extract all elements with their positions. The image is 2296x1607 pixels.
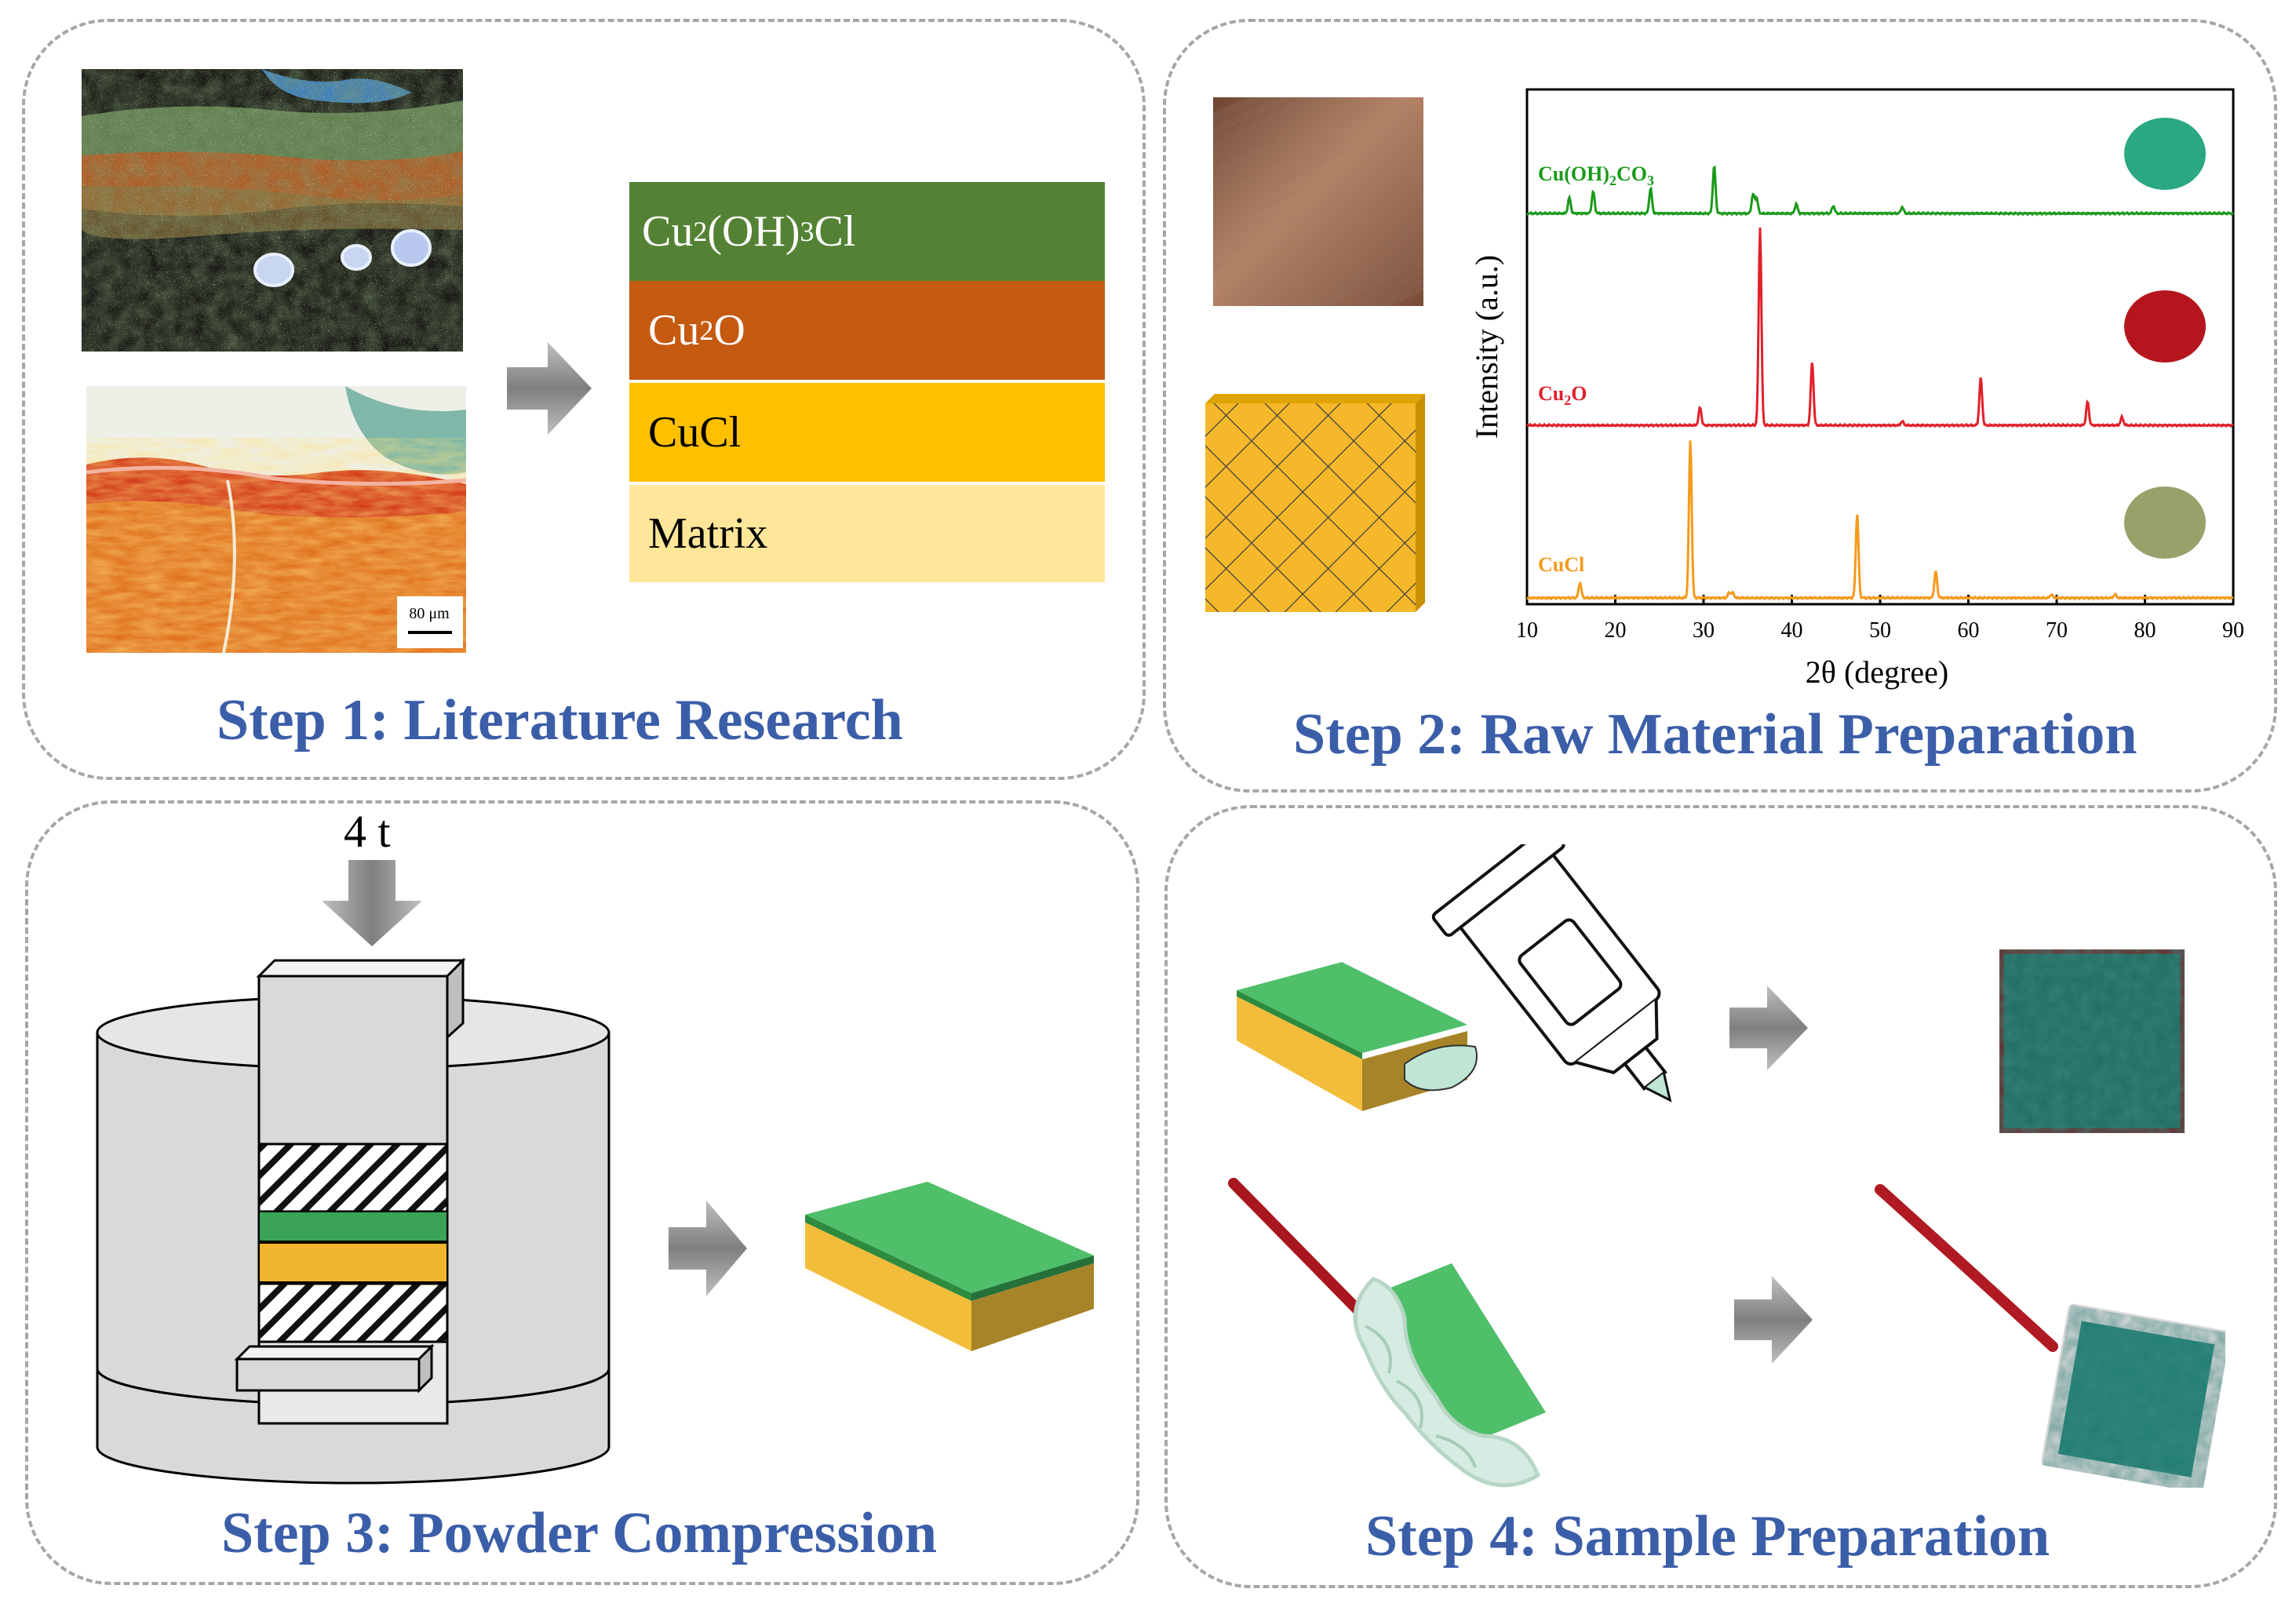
cross-section-micrograph-bottom: 80 μm — [86, 386, 466, 653]
x-tick-label: 90 — [2222, 618, 2244, 643]
wired-pellet-with-sealant — [1228, 1178, 1546, 1488]
x-tick-label: 40 — [1781, 618, 1803, 643]
panel-step4 — [1164, 805, 2277, 1588]
step4-title: Step 4: Sample Preparation — [1365, 1504, 2050, 1569]
panel-step2 — [1163, 19, 2277, 793]
load-label: 4 t — [344, 806, 391, 857]
final-wired-sample-photo — [1875, 1184, 2225, 1488]
arrow-icon — [1734, 1276, 1813, 1364]
spacer-bottom — [257, 1282, 449, 1343]
arrow-icon — [1729, 986, 1808, 1070]
x-tick-label: 80 — [2134, 618, 2156, 643]
x-tick-label: 60 — [1958, 618, 1980, 643]
powder-sample-photo — [2124, 290, 2206, 363]
powder-sample-photo — [2124, 486, 2206, 559]
coated-sample-photo — [1999, 949, 2185, 1133]
down-arrow-icon — [322, 860, 422, 946]
cucl-powder-block — [1205, 394, 1425, 612]
layer-cucl: CuCl — [629, 380, 1105, 482]
compressed-pellet — [805, 1182, 1094, 1351]
x-tick-label: 30 — [1693, 618, 1715, 643]
step2-title: Step 2: Raw Material Preparation — [1293, 702, 2137, 767]
x-axis-label: 2θ (degree) — [1806, 654, 1948, 690]
xrd-trace-cuoh2co3 — [1525, 165, 2235, 217]
green-powder-layer — [258, 1211, 448, 1242]
series-label: Cu(OH)2CO3 — [1538, 162, 1654, 188]
panel-step3 — [25, 800, 1139, 1585]
step1-title: Step 1: Literature Research — [217, 688, 903, 752]
cross-section-micrograph-top — [82, 69, 463, 352]
press-mold-diagram — [96, 957, 610, 1485]
x-tick-label: 50 — [1869, 618, 1891, 643]
series-label: CuCl — [1538, 553, 1584, 576]
layer-matrix: Matrix — [629, 482, 1105, 582]
xrd-chart: Intensity (a.u.) 2θ (degree) 10 20 30 40 50 6… — [1469, 88, 2244, 690]
y-axis-label: Intensity (a.u.) — [1469, 255, 1504, 439]
copper-plate-photo — [1213, 97, 1423, 306]
scale-bar-label: 80 μm — [409, 605, 450, 622]
arrow-icon — [507, 342, 592, 435]
xrd-trace-cucl — [1526, 440, 2234, 601]
panel-step1 — [22, 19, 1146, 780]
x-tick-label: 70 — [2046, 618, 2068, 643]
spacer-top — [257, 1142, 449, 1213]
step3-title: Step 3: Powder Compression — [221, 1501, 937, 1565]
pellet-with-glue-tube — [1237, 844, 1672, 1111]
series-label: Cu2O — [1538, 382, 1587, 408]
yellow-powder-layer — [258, 1242, 448, 1283]
xrd-trace-cu2o — [1526, 227, 2234, 428]
powder-sample-photo — [2124, 118, 2206, 190]
x-tick-label: 10 — [1516, 618, 1538, 643]
x-tick-label: 20 — [1605, 618, 1627, 643]
arrow-icon — [669, 1201, 747, 1296]
